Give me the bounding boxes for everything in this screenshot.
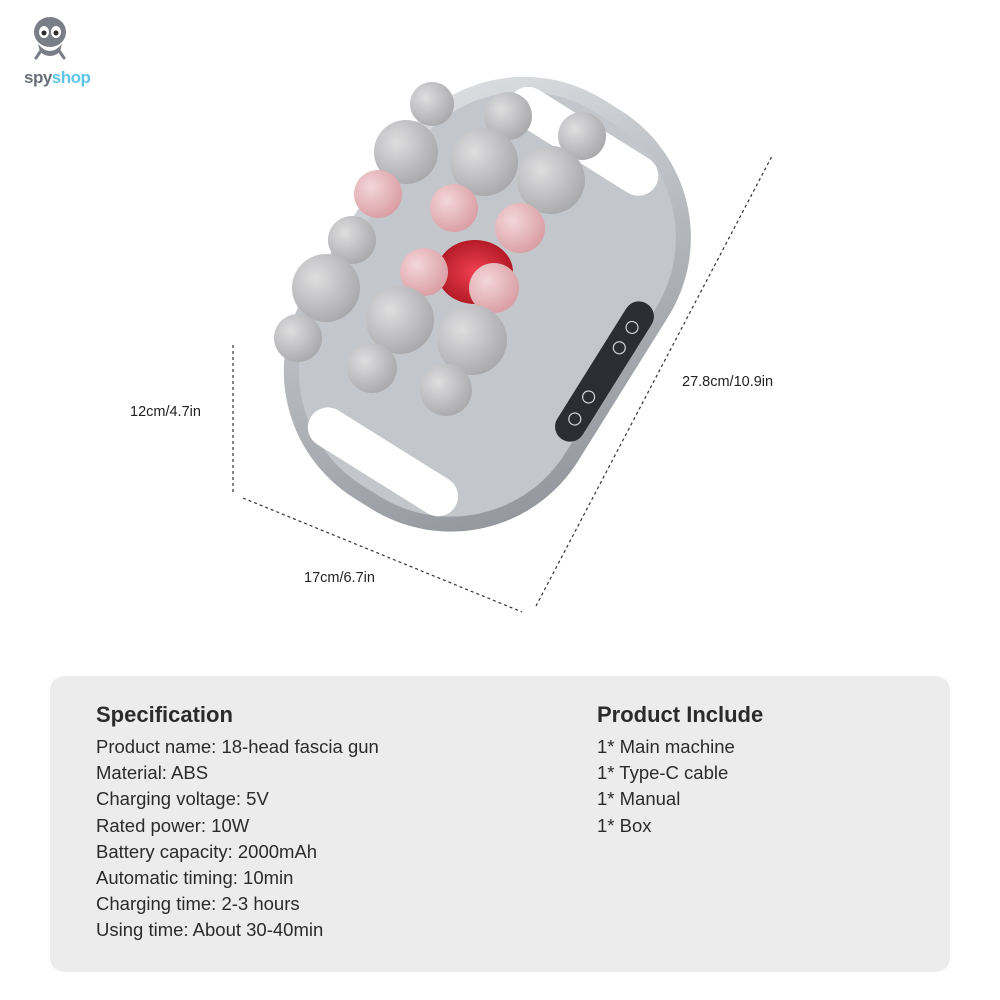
spec-panel: Specification Product name: 18-head fasc…	[50, 676, 950, 972]
height-dimension-label: 12cm/4.7in	[130, 404, 201, 420]
dimension-lines	[232, 155, 773, 613]
brand-logo: spyshop	[10, 8, 94, 87]
include-item: 1* Box	[597, 814, 652, 836]
product-include-list: 1* Main machine 1* Type-C cable 1* Manua…	[597, 734, 763, 839]
specification-title: Specification	[96, 702, 233, 727]
spec-item: Charging time: 2-3 hours	[96, 893, 300, 915]
product-include-title: Product Include	[597, 702, 764, 727]
spec-item: Charging voltage: 5V	[96, 788, 269, 810]
spec-item: Rated power: 10W	[96, 814, 250, 836]
alien-mascot-icon	[34, 17, 66, 60]
foot-massager-image	[232, 76, 773, 613]
brand-name-part2: shop	[51, 68, 91, 87]
include-item: 1* Type-C cable	[597, 762, 729, 784]
brand-wordmark: spyshop	[24, 68, 91, 88]
massage-balls	[274, 82, 606, 416]
spec-item: Battery capacity: 2000mAh	[96, 840, 318, 862]
include-item: 1* Main machine	[597, 736, 735, 757]
spec-item: Automatic timing: 10min	[96, 867, 294, 889]
include-item: 1* Manual	[597, 788, 681, 810]
product-include-section: Product Include 1* Main machine 1* Type-…	[597, 702, 763, 839]
specification-list: Product name: 18-head fascia gun Materia…	[96, 734, 379, 944]
length-dimension-label: 27.8cm/10.9in	[682, 374, 774, 390]
spec-item: Product name: 18-head fascia gun	[96, 736, 379, 757]
spec-item: Using time: About 30-40min	[96, 919, 324, 941]
specification-section: Specification Product name: 18-head fasc…	[96, 702, 379, 944]
width-dimension-label: 17cm/6.7in	[304, 570, 375, 586]
spec-item: Material: ABS	[96, 762, 209, 784]
brand-name-part1: spy	[24, 68, 52, 87]
